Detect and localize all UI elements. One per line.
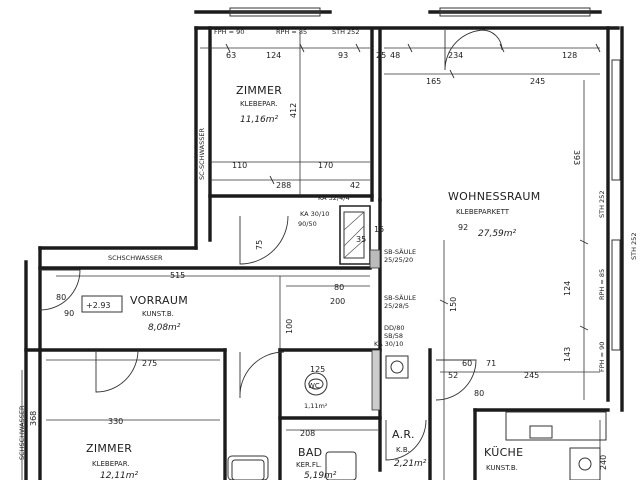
dim-42: 42 xyxy=(350,181,360,190)
dim-80b: 80 xyxy=(56,293,66,302)
vorraum-area: 8,08m² xyxy=(148,323,181,333)
dim-275: 275 xyxy=(142,359,157,368)
sth-top: STH 252 xyxy=(332,28,359,36)
dim-124b: 124 xyxy=(563,281,572,296)
windows xyxy=(229,7,621,351)
sb-label: SB/58 xyxy=(384,332,403,340)
dim-245: 245 xyxy=(530,77,545,86)
wc-area: 1,11m² xyxy=(304,402,328,410)
dim-150: 150 xyxy=(449,297,458,312)
dim-15: 15 xyxy=(374,225,384,234)
zimmer-top-floor: KLEBEPAR. xyxy=(240,100,278,108)
dim-93: 93 xyxy=(338,51,348,60)
sth-far-right: STH 252 xyxy=(630,233,638,260)
dim-330: 330 xyxy=(108,417,123,426)
wc-name: WC xyxy=(308,382,320,390)
dim-25: 25 xyxy=(376,51,386,60)
zimmer-top-area: 11,16m² xyxy=(240,115,279,125)
dim-100: 100 xyxy=(285,319,294,334)
room-labels: ZIMMER KLEBEPAR. 11,16m² WOHNESSRAUM KLE… xyxy=(86,84,541,480)
vorraum-floor: KUNST.B. xyxy=(142,310,174,318)
bad-name: BAD xyxy=(298,446,322,459)
kueche-name: KÜCHE xyxy=(484,446,523,459)
dim-35: 35 xyxy=(356,235,366,244)
fph-top: FPH = 90 xyxy=(214,28,244,36)
bad-area: 5,19m² xyxy=(304,471,337,480)
dim-80c: 80 xyxy=(474,389,484,398)
ar-floor: K.B. xyxy=(396,446,410,454)
dim-63: 63 xyxy=(226,51,236,60)
hatch-pillars xyxy=(343,211,381,411)
dim-52: 52 xyxy=(448,371,458,380)
dim-245b: 245 xyxy=(524,371,539,380)
ka-label-1: KA 32/4/4 xyxy=(318,194,350,202)
sb-saeule-2-dim: 25/28/5 xyxy=(384,302,409,310)
sth-right: STH 252 xyxy=(598,191,606,218)
bad-floor: KER.FL. xyxy=(296,461,322,469)
rph-right: RPH = 85 xyxy=(598,269,606,300)
ar-name: A.R. xyxy=(392,428,415,441)
dim-393: 393 xyxy=(572,150,581,165)
dimension-numbers: 63 124 93 25 48 234 128 165 245 393 412 … xyxy=(29,51,608,470)
zimmer-bottom-area: 12,11m² xyxy=(100,471,139,480)
walls xyxy=(24,10,624,480)
dim-110: 110 xyxy=(232,161,247,170)
ka-label-2: KA 30/10 xyxy=(300,210,329,218)
dim-170: 170 xyxy=(318,161,333,170)
zimmer-bottom-floor: KLEBEPAR. xyxy=(92,460,130,468)
ka-label-3: 90/50 xyxy=(298,220,317,228)
dd-label: DD/80 xyxy=(384,324,404,332)
level-label: +2.93 xyxy=(86,301,111,310)
dim-124: 124 xyxy=(266,51,281,60)
ar-area: 2,21m² xyxy=(394,459,427,469)
level-marker: +2.93 xyxy=(81,295,123,313)
dim-412: 412 xyxy=(289,103,298,118)
wohnraum-name: WOHNESSRAUM xyxy=(448,190,541,203)
dim-90: 90 xyxy=(64,309,74,318)
dim-143: 143 xyxy=(563,347,572,362)
schachtwasser-vertical-top: SC-SCHWASSER xyxy=(198,128,206,180)
schachtwasser-vertical-left: SCHSCHWASSER xyxy=(18,405,26,460)
sb-saeule-2: SB-SÄULE xyxy=(384,293,416,302)
wohnraum-area: 27,59m² xyxy=(478,229,517,239)
zimmer-top-name: ZIMMER xyxy=(236,84,282,97)
dim-71: 71 xyxy=(486,359,496,368)
dimension-lines xyxy=(21,32,601,480)
sb-saeule-1: SB-SÄULE xyxy=(384,247,416,256)
dim-240: 240 xyxy=(599,455,608,470)
dim-125: 125 xyxy=(310,365,325,374)
dim-200: 200 xyxy=(330,297,345,306)
dim-288: 288 xyxy=(276,181,291,190)
zimmer-bottom-name: ZIMMER xyxy=(86,442,132,455)
kueche-floor: KUNST.B. xyxy=(486,464,518,472)
rph-top: RPH = 85 xyxy=(276,28,307,36)
wohnraum-floor: KLEBEPARKETT xyxy=(456,208,510,216)
schachtwasser-horizontal: SCHSCHWASSER xyxy=(108,254,163,262)
dim-48: 48 xyxy=(390,51,400,60)
dim-165: 165 xyxy=(426,77,441,86)
dim-515: 515 xyxy=(170,271,185,280)
ka-label-4: KA 30/10 xyxy=(374,340,403,348)
dim-75: 75 xyxy=(255,240,264,250)
dim-80a: 80 xyxy=(334,283,344,292)
vorraum-name: VORRAUM xyxy=(130,294,188,307)
dim-208: 208 xyxy=(300,429,315,438)
fph-right: FPH = 90 xyxy=(598,342,606,372)
dim-60: 60 xyxy=(462,359,472,368)
sb-saeule-1-dim: 25/25/20 xyxy=(384,256,413,264)
annotations: SCHSCHWASSER SCHSCHWASSER SC-SCHWASSER S… xyxy=(18,28,638,460)
dim-92: 92 xyxy=(458,223,468,232)
dim-368: 368 xyxy=(29,411,38,426)
dim-128: 128 xyxy=(562,51,577,60)
dim-234: 234 xyxy=(448,51,463,60)
